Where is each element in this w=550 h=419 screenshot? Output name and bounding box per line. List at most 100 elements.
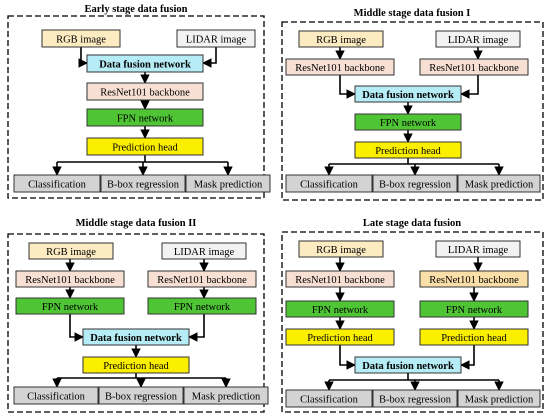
panel-frame <box>281 21 544 201</box>
node-box <box>457 174 541 193</box>
node-rgb: RGB image <box>298 30 384 48</box>
node-box <box>185 174 271 193</box>
panel-title: Middle stage data fusion II <box>76 218 197 229</box>
node-label: Classification <box>300 179 358 190</box>
node-mask: Mask prediction <box>185 174 271 193</box>
node-label: ResNet101 backbone <box>295 275 385 286</box>
node-label: RGB image <box>316 245 366 256</box>
connector-arrow <box>460 75 479 99</box>
node-label: FPN network <box>117 113 174 124</box>
node-label: FPN network <box>446 305 503 316</box>
node-fpn2: FPN network <box>419 300 529 318</box>
node-fusion: Data fusion network <box>86 54 204 73</box>
node-box <box>15 297 125 315</box>
node-box <box>285 328 395 346</box>
node-fpn: FPN network <box>354 113 462 131</box>
node-rgb: RGB image <box>28 242 114 260</box>
node-box <box>435 30 521 48</box>
node-label: B-box regression <box>107 179 180 190</box>
node-label: RGB image <box>56 34 106 45</box>
node-label: LIDAR image <box>448 35 509 46</box>
node-bb1: ResNet101 backbone <box>285 270 395 288</box>
node-label: Mask prediction <box>465 179 534 190</box>
node-label: FPN network <box>312 305 369 316</box>
node-label: B-box regression <box>379 394 452 405</box>
node-head: Prediction head <box>86 137 204 156</box>
node-rgb: RGB image <box>41 29 121 48</box>
node-box <box>285 300 395 318</box>
node-label: Data fusion network <box>362 361 454 372</box>
node-cls: Classification <box>13 386 99 405</box>
node-box <box>86 82 204 101</box>
node-fpn2: FPN network <box>147 297 257 315</box>
node-bb1: ResNet101 backbone <box>15 270 125 288</box>
node-label: FPN network <box>380 118 437 129</box>
panel-2: Middle stage data fusion I RGB image LIDAR… <box>281 8 544 201</box>
node-label: B-box regression <box>379 179 452 190</box>
panel-title: Middle stage data fusion I <box>354 8 471 19</box>
node-label: Prediction head <box>112 142 178 153</box>
node-box <box>82 328 190 346</box>
node-label: Classification <box>300 394 358 405</box>
node-fusion: Data fusion network <box>354 356 462 374</box>
node-fpn1: FPN network <box>15 297 125 315</box>
panel-frame <box>281 231 544 413</box>
node-lidar: LIDAR image <box>161 242 247 260</box>
node-label: LIDAR image <box>448 245 509 256</box>
node-box <box>285 174 373 193</box>
node-box <box>419 300 529 318</box>
node-head: Prediction head <box>82 356 190 374</box>
node-cls: Classification <box>13 174 101 193</box>
connector-arrow <box>78 47 88 68</box>
node-backbone: ResNet101 backbone <box>86 82 204 101</box>
node-label: Data fusion network <box>99 59 191 70</box>
node-label: Classification <box>27 391 85 402</box>
node-label: RGB image <box>46 247 96 258</box>
node-box <box>147 270 257 288</box>
node-cls: Classification <box>285 174 373 193</box>
node-label: Mask prediction <box>192 391 261 402</box>
node-fpn: FPN network <box>86 108 204 127</box>
connector-arrow <box>188 314 205 342</box>
node-bbox: B-box regression <box>98 386 184 405</box>
node-cls: Classification <box>285 389 373 408</box>
node-label: Prediction head <box>103 361 169 372</box>
node-box <box>285 270 395 288</box>
node-box <box>15 270 125 288</box>
node-box <box>13 174 101 193</box>
node-label: ResNet101 backbone <box>100 87 190 98</box>
node-box <box>372 389 458 408</box>
node-box <box>457 389 541 408</box>
node-label: ResNet101 backbone <box>429 63 519 74</box>
node-label: Prediction head <box>375 146 441 157</box>
node-label: B-box regression <box>105 391 178 402</box>
node-box <box>176 29 256 48</box>
node-fpn1: FPN network <box>285 300 395 318</box>
node-head1: Prediction head <box>285 328 395 346</box>
connector-arrow <box>202 47 217 68</box>
node-label: Prediction head <box>307 333 373 344</box>
node-bbox: B-box regression <box>372 389 458 408</box>
node-box <box>13 386 99 405</box>
node-label: Mask prediction <box>194 179 263 190</box>
node-box <box>372 174 458 193</box>
node-head: Prediction head <box>354 141 462 159</box>
node-label: RGB image <box>316 35 366 46</box>
panel-title: Late stage data fusion <box>363 218 461 229</box>
node-label: Mask prediction <box>465 394 534 405</box>
node-label: ResNet101 backbone <box>295 63 385 74</box>
node-box <box>419 270 529 288</box>
node-bb2: ResNet101 backbone <box>419 270 529 288</box>
panel-3: Middle stage data fusion II RGB image LIDA… <box>7 218 269 413</box>
node-box <box>86 108 204 127</box>
panel-frame <box>7 233 265 413</box>
node-label: ResNet101 backbone <box>157 275 247 286</box>
node-label: Data fusion network <box>362 90 454 101</box>
node-box <box>354 85 462 103</box>
node-box <box>86 137 204 156</box>
node-label: FPN network <box>42 302 99 313</box>
node-bbox: B-box regression <box>372 174 458 193</box>
node-lidar: LIDAR image <box>435 30 521 48</box>
